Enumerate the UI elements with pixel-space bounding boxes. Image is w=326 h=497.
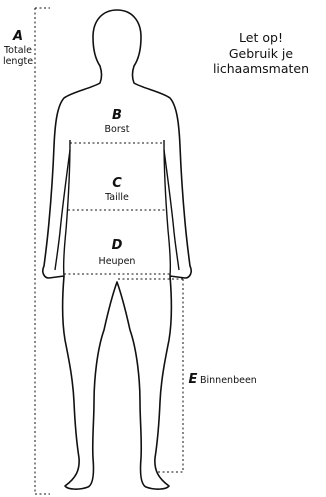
chest-letter: B: [105, 109, 129, 123]
hips-letter: D: [105, 239, 129, 253]
total-height-letter: A: [6, 30, 30, 44]
waist-letter: C: [105, 177, 129, 191]
notice-line-2: Gebruik je: [196, 46, 326, 62]
measurement-notice: Let op! Gebruik je lichaamsmaten: [196, 30, 326, 77]
hips-label: Heupen: [88, 256, 146, 267]
notice-line-1: Let op!: [196, 30, 326, 46]
inseam-letter: E: [186, 373, 200, 387]
total-height-label-line1: Totale: [0, 45, 36, 56]
total-height-label-line2: lengte: [0, 56, 36, 67]
waist-label: Taille: [92, 192, 142, 203]
notice-line-3: lichaamsmaten: [196, 61, 326, 77]
inseam-label: Binnenbeen: [200, 375, 260, 386]
chest-label: Borst: [92, 124, 142, 135]
